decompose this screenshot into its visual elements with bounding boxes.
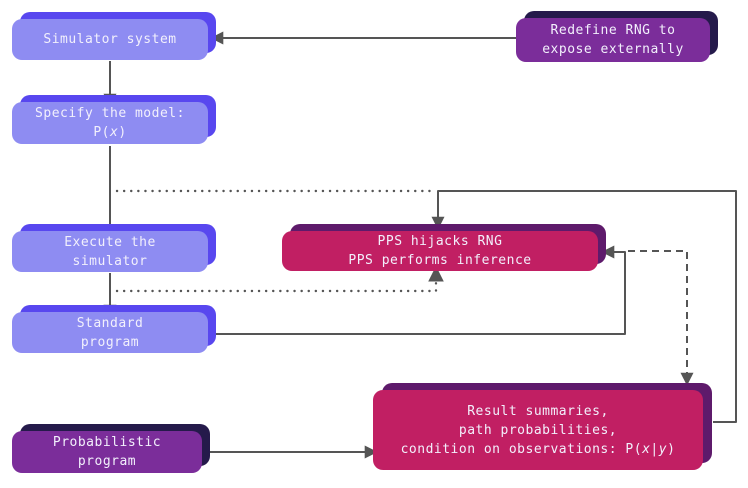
node-label: Simulator system [43,32,177,47]
edge-standard-to-pps [215,245,626,335]
node-label: program [80,334,140,350]
node-label: PPS hijacks RNG [377,234,503,249]
node-label: expose externally [542,42,684,57]
node-label-math: P(x) [93,125,127,140]
edge-execute-to-pps-dotted [115,265,444,293]
node-result-summaries: Result summaries, path probabilities, co… [373,390,703,470]
node-label: Execute the [64,234,156,250]
node-standard-program: Standard program [12,312,208,353]
node-label: Probabilistic [52,435,162,450]
node-specify-model: Specify the model: P(x) [12,102,208,144]
edge-pps-to-result-dashed [628,250,694,386]
node-pps: PPS hijacks RNG PPS performs inference [282,231,598,271]
node-label: Redefine RNG to [550,23,676,38]
edge-result-to-pps [431,190,737,423]
node-redefine-rng: Redefine RNG to expose externally [516,18,710,62]
node-label: Standard [76,315,144,331]
node-probabilistic-program: Probabilistic program [12,431,202,473]
node-label: simulator [72,253,148,269]
node-label: program [77,454,137,469]
node-simulator-system: Simulator system [12,19,208,60]
node-label: Result summaries, [467,403,609,419]
node-label: path probabilities, [458,422,618,438]
node-label: PPS performs inference [348,253,532,268]
node-execute-simulator: Execute the simulator [12,231,208,272]
node-label: Specify the model: [35,106,185,121]
node-label-math: condition on observations: P(x|y) [400,441,676,457]
